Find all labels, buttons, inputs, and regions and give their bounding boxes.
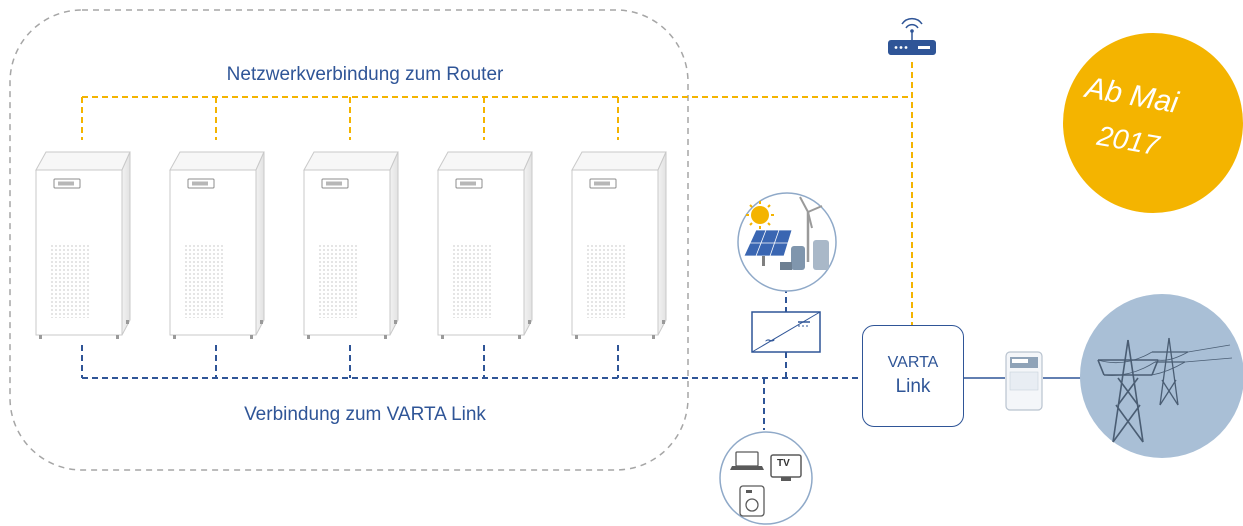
svg-text:~: ~ xyxy=(764,333,776,349)
storage-cabinets xyxy=(35,151,667,340)
varta-link-connection-label: Verbindung zum VARTA Link xyxy=(244,404,486,425)
power-grid-icon xyxy=(1080,294,1243,458)
battery-storage-cabinet-icon xyxy=(437,151,533,340)
varta-link-label-line1: VARTA xyxy=(887,354,939,371)
solar-wind-energy-icon xyxy=(737,192,837,292)
battery-storage-cabinet-icon xyxy=(35,151,131,340)
badge-line1: Ab Mai xyxy=(1082,71,1181,120)
network-lines xyxy=(81,62,913,325)
battery-storage-cabinet-icon xyxy=(169,151,265,340)
tv-label: TV xyxy=(777,458,790,469)
network-connection-label: Netzwerkverbindung zum Router xyxy=(226,64,504,85)
battery-storage-cabinet-icon xyxy=(571,151,667,340)
battery-storage-cabinet-icon xyxy=(303,151,399,340)
varta-link-label-line2: Link xyxy=(895,376,931,397)
availability-badge: Ab Mai 2017 xyxy=(1063,33,1243,213)
inverter-icon: ~ xyxy=(751,311,821,353)
wifi-router-icon xyxy=(888,17,936,55)
badge-line2: 2017 xyxy=(1094,119,1162,162)
electricity-meter-icon xyxy=(1005,351,1043,411)
varta-link-box: VARTA Link xyxy=(862,325,964,427)
storage-group-frame xyxy=(9,9,689,471)
household-consumers-icon xyxy=(719,431,813,525)
